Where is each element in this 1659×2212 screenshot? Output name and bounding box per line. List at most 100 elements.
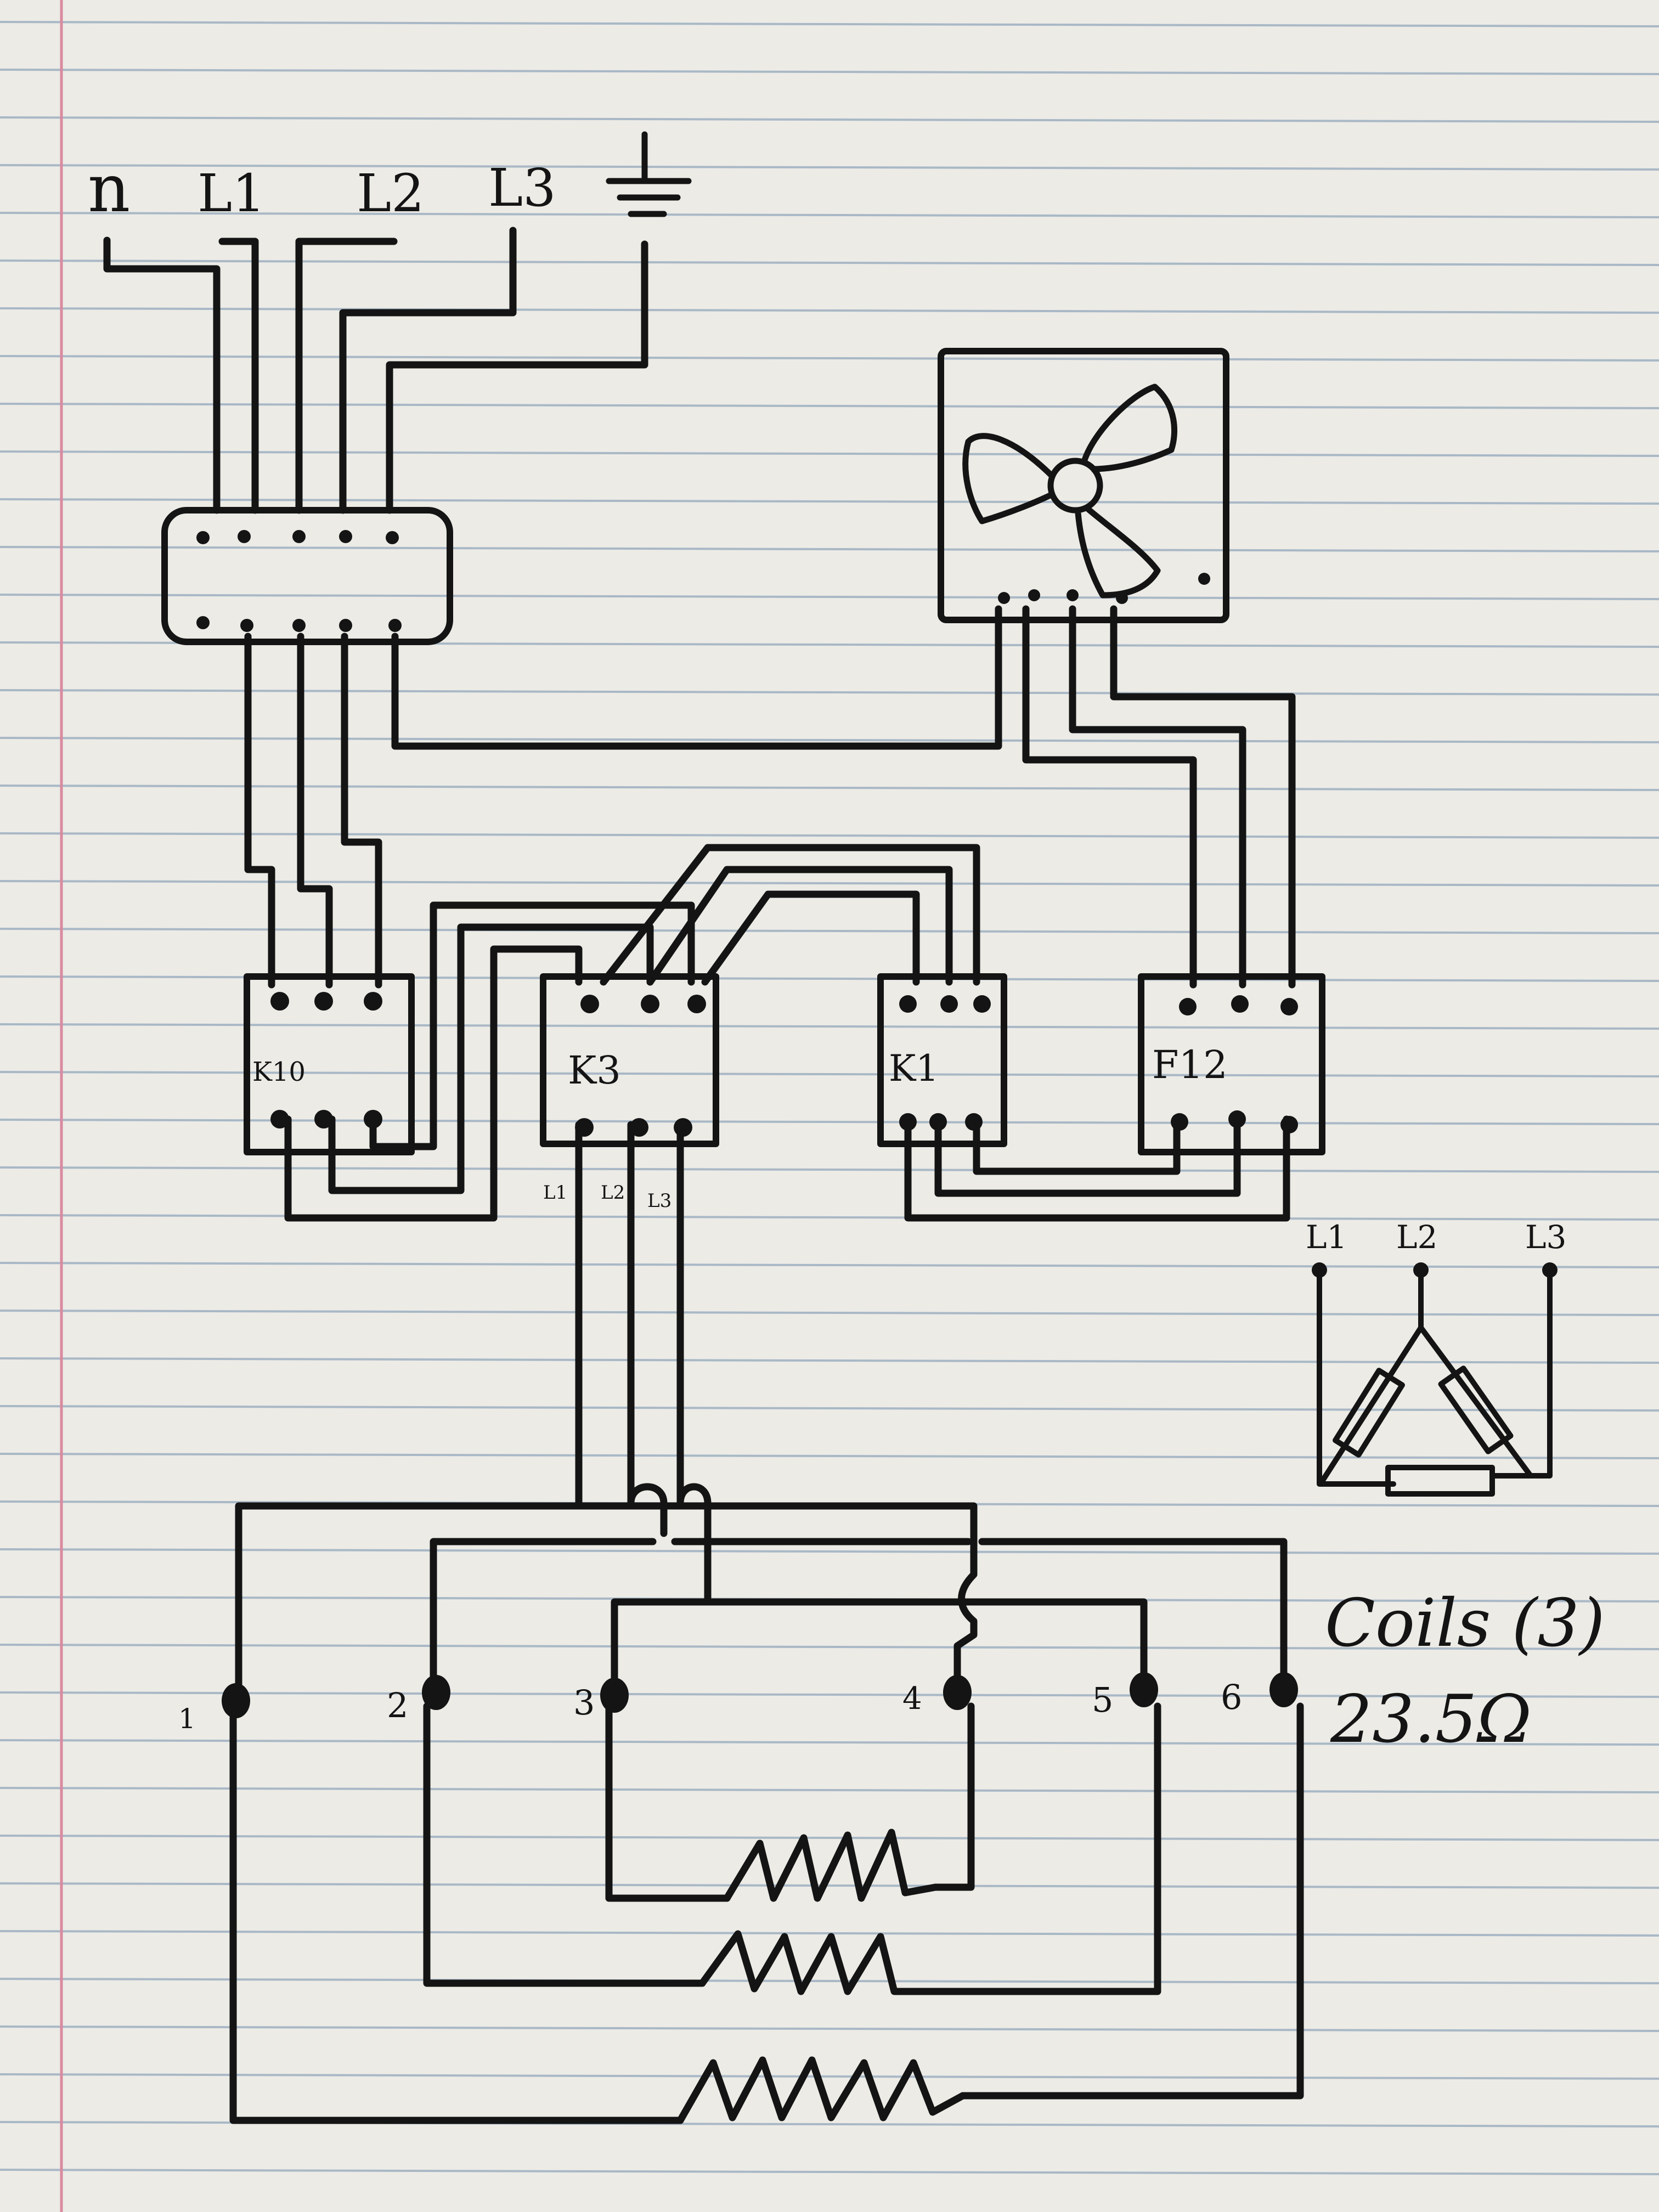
ruled-line <box>0 116 1659 123</box>
wire-k1-f12-1 <box>904 1115 1290 1222</box>
delta-label-l3: L3 <box>1525 1218 1566 1256</box>
delta-wire-l1 <box>1317 1270 1396 1487</box>
supply-label-l1: L1 <box>198 163 266 224</box>
wire-l2-supply <box>295 238 398 514</box>
ruled-line <box>0 546 1659 552</box>
delta-dots <box>1312 1262 1558 1278</box>
delta-triangle <box>1319 1325 1533 1484</box>
contactor-k1 <box>877 973 1007 1147</box>
earth-icon <box>606 131 692 217</box>
dist-bottom-dot <box>339 619 352 632</box>
ruled-line <box>0 1310 1659 1316</box>
wire-dist-k10-l3 <box>341 633 382 989</box>
coil-circuit-2-5 <box>423 1702 1161 1995</box>
relay-f12 <box>1138 973 1325 1155</box>
k1-top-dot <box>899 995 917 1013</box>
f12-bottom-dot <box>1228 1110 1246 1128</box>
heating-coils <box>676 1829 967 2124</box>
heating-coil-1 <box>723 1829 939 1902</box>
delta-resistor-bottom <box>1385 1465 1495 1497</box>
f12-top-dot <box>1179 998 1197 1015</box>
wire-dist-k10-l2 <box>297 633 333 989</box>
dist-bottom-dot <box>292 619 306 632</box>
heating-coil-2 <box>698 1930 936 1995</box>
heater-terminal-6: 6 <box>1221 1677 1242 1717</box>
heater-terminal-5: 5 <box>1092 1680 1113 1720</box>
ruled-line <box>0 1787 1659 1793</box>
k1-top-dot <box>940 995 958 1013</box>
heating-coil-3 <box>676 2056 967 2124</box>
ruled-line <box>0 403 1659 409</box>
k3-out-label-l1: L1 <box>543 1182 567 1204</box>
contactor-k10-label: K10 <box>252 1057 306 1087</box>
ruled-line <box>0 928 1659 934</box>
ruled-line <box>0 2073 1659 2080</box>
fan-dot <box>1116 592 1128 604</box>
wire-k3-k1-2 <box>646 866 953 986</box>
distribution-block <box>161 507 453 645</box>
ruled-line <box>0 2169 1659 2175</box>
k10-bottom-dot <box>314 1110 333 1128</box>
k1-bottom-dot <box>965 1113 983 1131</box>
relay-f12-label: F12 <box>1152 1042 1228 1087</box>
fan-dot <box>998 592 1010 604</box>
wire-k3-k1-3 <box>701 890 920 986</box>
k3-bottom-dot <box>575 1118 594 1137</box>
k3-top-dot <box>641 995 659 1013</box>
f12-top-dot <box>1231 995 1249 1013</box>
ruled-line <box>0 785 1659 791</box>
k3-bottom-dot <box>674 1118 692 1137</box>
ruled-line <box>0 1978 1659 1984</box>
k10-bottom-dot <box>270 1110 289 1128</box>
dist-top-dot <box>238 530 251 543</box>
dist-top-dot <box>196 531 210 544</box>
fan-dot <box>1198 573 1210 585</box>
ruled-line <box>0 355 1659 362</box>
delta-resistor-right <box>1438 1365 1514 1454</box>
heater-terminal-2: 2 <box>387 1685 408 1725</box>
dist-top-dot <box>386 531 399 544</box>
ruled-line <box>0 1214 1659 1221</box>
wire-k3-k1-1 <box>600 844 980 986</box>
ruled-line <box>0 689 1659 696</box>
k10-bottom-dot <box>364 1110 382 1128</box>
ruled-line <box>0 1023 1659 1030</box>
k3-out-label-l2: L2 <box>601 1182 625 1204</box>
wire-earth-supply <box>386 240 648 514</box>
ruled-line <box>0 259 1659 266</box>
dist-bottom-dot <box>196 616 210 629</box>
wire-k10-k3-1 <box>284 945 583 1222</box>
ruled-line <box>0 1644 1659 1650</box>
wire-dist-k10-l1 <box>244 633 275 989</box>
heater-terminal-1: 1 <box>178 1703 196 1735</box>
wire-fan-f12-2 <box>1069 605 1246 989</box>
k3-bottom-dot <box>630 1118 648 1137</box>
contactor-k1-label: K1 <box>889 1047 939 1090</box>
fan-blade-left <box>962 433 1056 524</box>
ruled-line <box>0 2025 1659 2032</box>
ruled-line <box>0 832 1659 839</box>
ruled-line <box>0 212 1659 218</box>
heater-terminal-3: 3 <box>573 1683 595 1723</box>
dist-top-dot <box>339 530 352 543</box>
ruled-line <box>0 1691 1659 1698</box>
supply-label-l3: L3 <box>488 158 556 218</box>
ruled-line <box>0 737 1659 743</box>
coil-circuit-3-4 <box>605 1702 975 1902</box>
k3-top-dot <box>580 995 599 1013</box>
devices <box>161 348 1325 1155</box>
wire-l1-supply <box>218 238 259 514</box>
heater-terminal <box>600 1678 629 1713</box>
wire-l3-supply <box>339 227 517 514</box>
contactor-k10 <box>244 973 415 1155</box>
labels: n L1 L2 L3 K10 K3 K1 F12 L1 L2 L3 L1 L2 … <box>88 151 1605 1758</box>
fan-hub <box>1047 458 1103 514</box>
ruled-line <box>0 1262 1659 1268</box>
k3-top-dot <box>687 995 706 1013</box>
ruled-line <box>0 1166 1659 1173</box>
heater-terminal <box>1269 1672 1298 1707</box>
delta-label-l2: L2 <box>1396 1218 1437 1256</box>
ruled-line <box>0 69 1659 75</box>
coil-circuit-1-6 <box>229 1702 1304 2124</box>
